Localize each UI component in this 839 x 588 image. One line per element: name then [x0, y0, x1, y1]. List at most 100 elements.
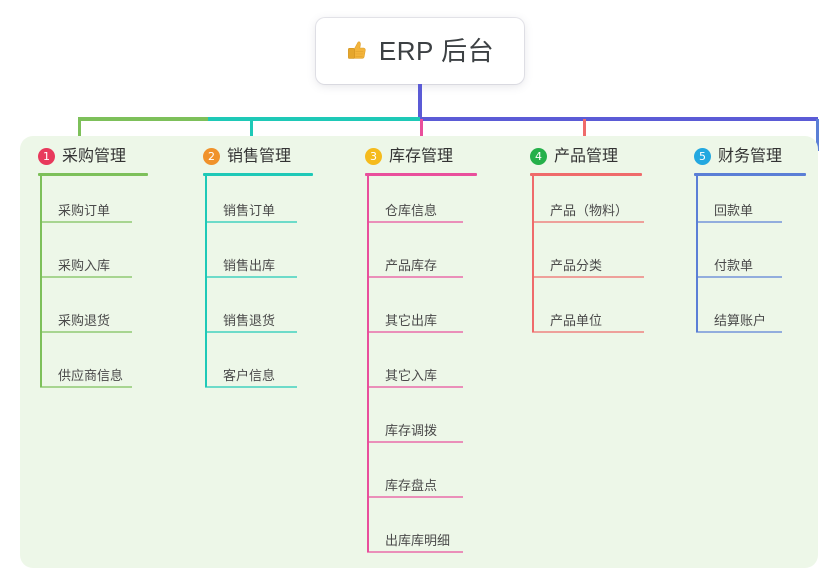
- branch-item-rule: [532, 276, 644, 278]
- branch-item-rule: [367, 276, 463, 278]
- branch-title-1: 采购管理: [62, 147, 127, 165]
- branch-header-2[interactable]: 2 销售管理: [203, 148, 291, 165]
- branch-item-label: 供应商信息: [58, 368, 124, 383]
- branch-item[interactable]: 采购订单: [38, 203, 132, 224]
- branch-item[interactable]: 出库库明细: [365, 533, 463, 554]
- branch-item-rule: [205, 221, 297, 223]
- branch-item[interactable]: 回款单: [694, 203, 782, 224]
- branches-panel: 1 采购管理采购订单采购入库采购退货供应商信息 2 销售管理销售订单销售出库销售退货客…: [20, 136, 818, 568]
- branch-header-rule-3: [365, 173, 477, 176]
- bus-segment-3: [420, 117, 818, 121]
- branch-header-rule-4: [530, 173, 642, 176]
- branch-item-label: 销售出库: [223, 258, 276, 273]
- branch-item-rule: [205, 276, 297, 278]
- branch-badge-3: 3: [365, 148, 382, 165]
- branch-item[interactable]: 客户信息: [203, 368, 297, 389]
- branch-spine-2: [205, 175, 207, 387]
- branch-item[interactable]: 采购退货: [38, 313, 132, 334]
- branch-item-label: 销售订单: [223, 203, 276, 218]
- bus-segment-1: [78, 117, 208, 121]
- branch-spine-1: [40, 175, 42, 387]
- branch-item-rule: [367, 331, 463, 333]
- branch-item[interactable]: 产品分类: [530, 258, 644, 279]
- branch-item-label: 销售退货: [223, 313, 276, 328]
- branch-header-rule-2: [203, 173, 313, 176]
- branch-item-label: 其它出库: [385, 313, 438, 328]
- root-title-text: ERP 后台: [378, 36, 495, 66]
- branch-item-rule: [367, 551, 463, 553]
- branch-item[interactable]: 结算账户: [694, 313, 782, 334]
- branch-item-rule: [40, 276, 132, 278]
- branch-item-label: 库存盘点: [385, 478, 438, 493]
- branch-item-rule: [205, 386, 297, 388]
- branch-item-rule: [40, 221, 132, 223]
- branch-item[interactable]: 销售出库: [203, 258, 297, 279]
- branch-item-label: 采购退货: [58, 313, 111, 328]
- branch-badge-1: 1: [38, 148, 55, 165]
- horizontal-bus-connector: [78, 117, 818, 121]
- branch-item[interactable]: 产品（物料）: [530, 203, 644, 224]
- branch-item[interactable]: 其它出库: [365, 313, 463, 334]
- branch-item-rule: [696, 221, 782, 223]
- branch-header-rule-5: [694, 173, 806, 176]
- branch-item-label: 产品（物料）: [550, 203, 629, 218]
- branch-item-label: 产品单位: [550, 313, 603, 328]
- branch-item[interactable]: 产品单位: [530, 313, 644, 334]
- drop-connector-3: [420, 119, 423, 151]
- branch-header-1[interactable]: 1 采购管理: [38, 148, 126, 165]
- branch-item-rule: [40, 331, 132, 333]
- branch-title-5: 财务管理: [718, 147, 783, 165]
- branch-header-3[interactable]: 3 库存管理: [365, 148, 453, 165]
- branch-item[interactable]: 其它入库: [365, 368, 463, 389]
- drop-connector-2: [250, 119, 253, 151]
- branch-item-label: 产品库存: [385, 258, 438, 273]
- root-stem-connector: [418, 84, 422, 119]
- branch-item[interactable]: 供应商信息: [38, 368, 132, 389]
- branch-item-rule: [696, 331, 782, 333]
- branch-item-rule: [367, 221, 463, 223]
- branch-badge-2: 2: [203, 148, 220, 165]
- drop-connector-4: [583, 119, 586, 151]
- branch-item-label: 产品分类: [550, 258, 603, 273]
- branch-item-rule: [40, 386, 132, 388]
- branch-spine-4: [532, 175, 534, 332]
- branch-item[interactable]: 仓库信息: [365, 203, 463, 224]
- branch-item-label: 回款单: [714, 203, 754, 218]
- branch-item[interactable]: 销售订单: [203, 203, 297, 224]
- drop-connector-1: [78, 119, 81, 151]
- branch-item-rule: [367, 386, 463, 388]
- branch-item-label: 采购入库: [58, 258, 111, 273]
- branch-item-label: 库存调拨: [385, 423, 438, 438]
- branch-item-label: 仓库信息: [385, 203, 438, 218]
- drop-connector-5: [816, 119, 819, 151]
- branch-item-rule: [532, 221, 644, 223]
- branch-item[interactable]: 产品库存: [365, 258, 463, 279]
- root-title-inner: ERP 后台: [346, 38, 494, 64]
- branch-item-rule: [205, 331, 297, 333]
- branch-item-label: 出库库明细: [385, 533, 451, 548]
- branch-item[interactable]: 库存调拨: [365, 423, 463, 444]
- branch-title-3: 库存管理: [389, 147, 454, 165]
- branch-item-rule: [367, 441, 463, 443]
- branch-badge-5: 5: [694, 148, 711, 165]
- branch-header-5[interactable]: 5 财务管理: [694, 148, 782, 165]
- branch-item[interactable]: 采购入库: [38, 258, 132, 279]
- root-title-card[interactable]: ERP 后台: [316, 18, 524, 84]
- thumbs-up-icon: [346, 40, 368, 62]
- branch-item-rule: [696, 276, 782, 278]
- branch-item-label: 客户信息: [223, 368, 276, 383]
- branch-title-2: 销售管理: [227, 147, 292, 165]
- branch-item-label: 其它入库: [385, 368, 438, 383]
- branch-item[interactable]: 库存盘点: [365, 478, 463, 499]
- branch-item-label: 结算账户: [714, 313, 767, 328]
- branch-item-label: 付款单: [714, 258, 754, 273]
- bus-segment-2: [208, 117, 420, 121]
- branch-item-label: 采购订单: [58, 203, 111, 218]
- branch-header-rule-1: [38, 173, 148, 176]
- branch-spine-5: [696, 175, 698, 332]
- branch-item[interactable]: 付款单: [694, 258, 782, 279]
- branch-item[interactable]: 销售退货: [203, 313, 297, 334]
- branch-item-rule: [532, 331, 644, 333]
